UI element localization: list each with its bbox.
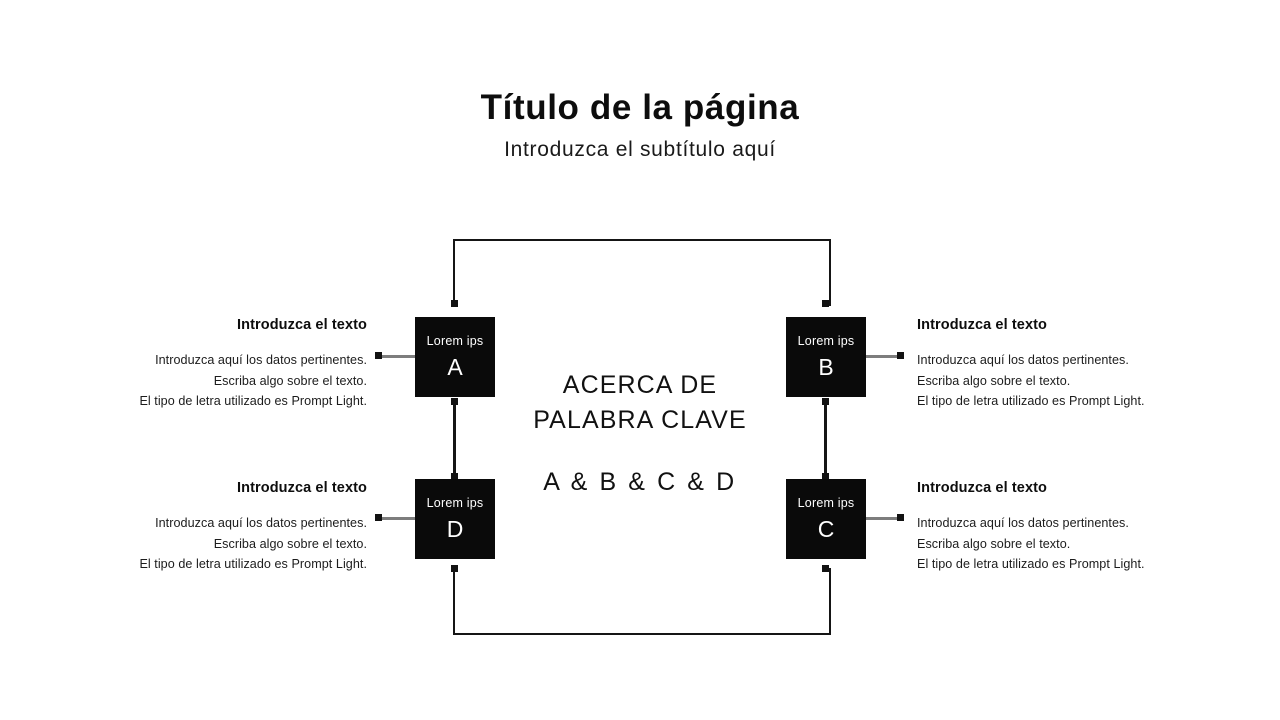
connector-dot-bracket-top-right xyxy=(822,300,829,307)
connector-horizontal-b xyxy=(866,355,904,358)
text-block-d-body: Introduzca aquí los datos pertinentes. E… xyxy=(127,513,367,575)
text-block-c[interactable]: Introduzca el texto Introduzca aquí los … xyxy=(917,478,1157,575)
center-keys: A & B & C & D xyxy=(543,468,737,496)
connector-horizontal-d xyxy=(378,517,416,520)
node-letter-a: A xyxy=(447,354,463,380)
text-block-b-line1: Introduzca aquí los datos pertinentes. xyxy=(917,353,1129,367)
connector-dot-bracket-bottom-left xyxy=(451,565,458,572)
text-block-c-line3: El tipo de letra utilizado es Prompt Lig… xyxy=(917,557,1145,571)
node-box-a[interactable]: Lorem ips A xyxy=(415,317,495,397)
connector-dot-d-outer xyxy=(375,514,382,521)
text-block-b[interactable]: Introduzca el texto Introduzca aquí los … xyxy=(917,315,1157,412)
text-block-b-body: Introduzca aquí los datos pertinentes. E… xyxy=(917,350,1157,412)
text-block-a-line1: Introduzca aquí los datos pertinentes. xyxy=(155,353,367,367)
connector-dot-bracket-bottom-right xyxy=(822,565,829,572)
center-heading-line1: ACERCA DE xyxy=(562,371,718,399)
connector-dot-a-outer xyxy=(375,352,382,359)
text-block-a-body: Introduzca aquí los datos pertinentes. E… xyxy=(127,350,367,412)
node-tag-c: Lorem ips xyxy=(797,496,855,510)
node-letter-c: C xyxy=(817,516,835,542)
text-block-a[interactable]: Introduzca el texto Introduzca aquí los … xyxy=(127,315,367,412)
text-block-b-heading: Introduzca el texto xyxy=(917,317,1047,333)
text-block-b-line2: Escriba algo sobre el texto. xyxy=(917,373,1071,388)
connector-vertical-b-c xyxy=(824,400,827,478)
center-heading-line2: PALABRA CLAVE xyxy=(533,406,747,434)
text-block-d-line1: Introduzca aquí los datos pertinentes. xyxy=(155,516,367,530)
connector-vertical-a-d xyxy=(453,400,456,478)
connector-dot-c-top xyxy=(822,473,829,480)
connector-horizontal-a xyxy=(378,355,416,358)
node-letter-b: B xyxy=(818,354,834,380)
text-block-c-line1: Introduzca aquí los datos pertinentes. xyxy=(917,516,1129,530)
connector-dot-c-outer xyxy=(897,514,904,521)
text-block-c-body: Introduzca aquí los datos pertinentes. E… xyxy=(917,513,1157,575)
text-block-a-line3: El tipo de letra utilizado es Prompt Lig… xyxy=(139,394,367,408)
text-block-a-line2: Escriba algo sobre el texto. xyxy=(213,373,367,388)
connector-dot-a-bottom xyxy=(451,398,458,405)
page-title: Título de la página xyxy=(480,88,800,127)
connector-dot-d-top xyxy=(451,473,458,480)
node-tag-d: Lorem ips xyxy=(426,496,484,510)
node-box-b[interactable]: Lorem ips B xyxy=(786,317,866,397)
text-block-c-heading: Introduzca el texto xyxy=(917,480,1047,496)
text-block-d-line2: Escriba algo sobre el texto. xyxy=(213,536,367,551)
text-block-d[interactable]: Introduzca el texto Introduzca aquí los … xyxy=(127,478,367,575)
connector-dot-bracket-top-left xyxy=(451,300,458,307)
text-block-a-heading: Introduzca el texto xyxy=(237,317,367,333)
center-keyword-block: ACERCA DE PALABRA CLAVE A & B & C & D xyxy=(500,368,780,498)
connector-dot-b-outer xyxy=(897,352,904,359)
node-box-d[interactable]: Lorem ips D xyxy=(415,479,495,559)
node-box-c[interactable]: Lorem ips C xyxy=(786,479,866,559)
text-block-c-line2: Escriba algo sobre el texto. xyxy=(917,536,1071,551)
connector-horizontal-c xyxy=(866,517,904,520)
connector-bracket-bottom xyxy=(453,568,831,635)
connector-dot-b-bottom xyxy=(822,398,829,405)
text-block-d-heading: Introduzca el texto xyxy=(237,480,367,496)
node-tag-b: Lorem ips xyxy=(797,334,855,348)
page-subtitle: Introduzca el subtítulo aquí xyxy=(504,138,776,161)
node-letter-d: D xyxy=(446,516,464,542)
node-tag-a: Lorem ips xyxy=(426,334,484,348)
text-block-b-line3: El tipo de letra utilizado es Prompt Lig… xyxy=(917,394,1145,408)
connector-bracket-top xyxy=(453,239,831,306)
text-block-d-line3: El tipo de letra utilizado es Prompt Lig… xyxy=(139,557,367,571)
